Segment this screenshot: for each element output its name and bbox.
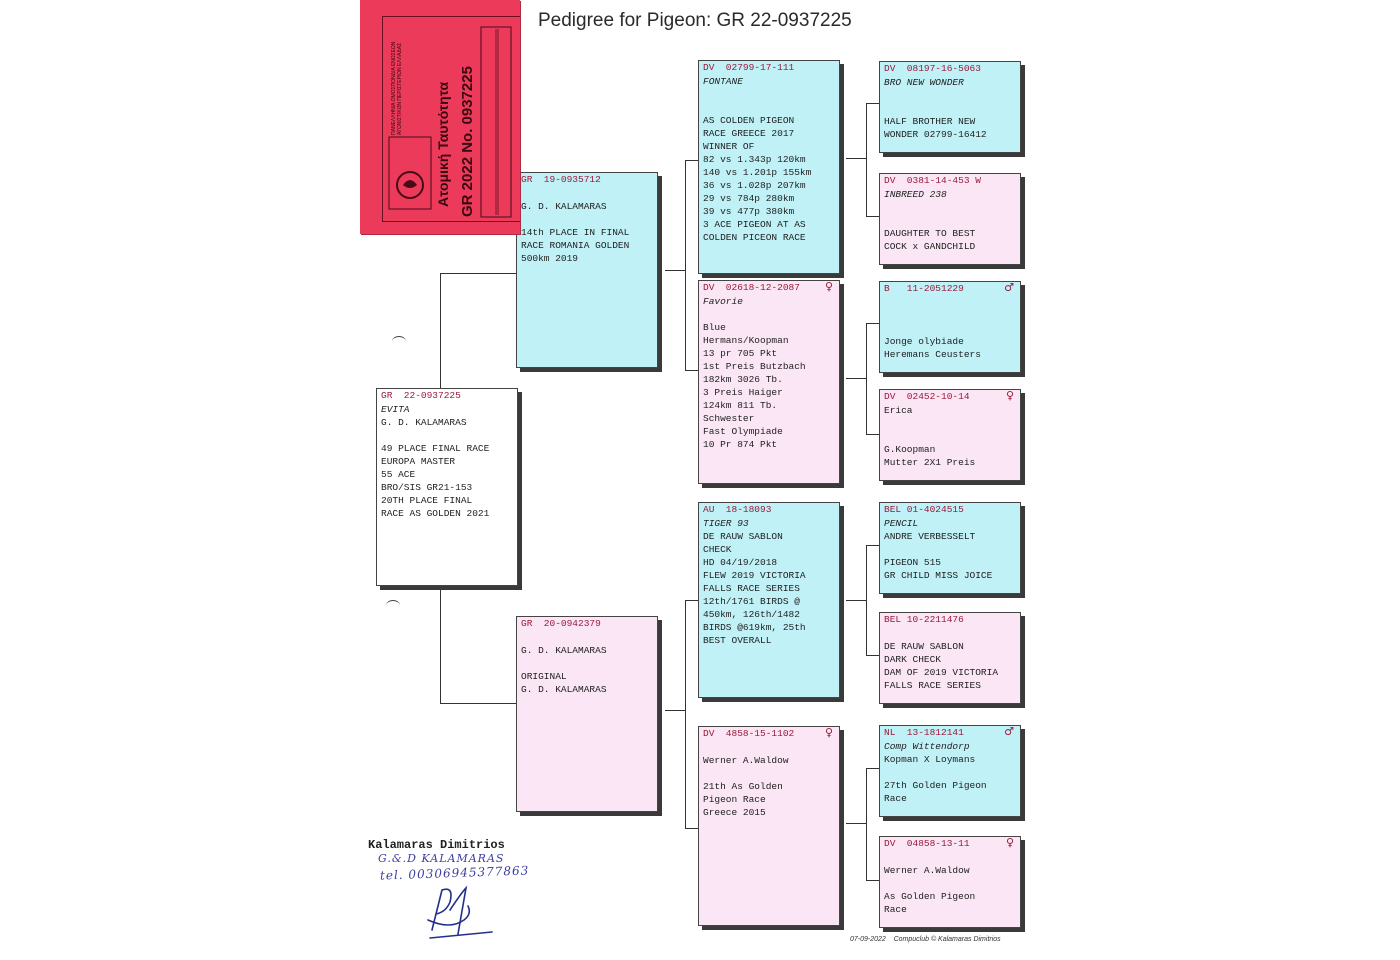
ring-number: DV 02618-12-2087♀ xyxy=(703,280,833,293)
pigeon-card-ddd: DV 04858-13-11♀ Werner A.Waldow As Golde… xyxy=(879,836,1021,928)
pigeon-card-ssd: DV 0381-14-453 W INBREED 238 DAUGHTER TO… xyxy=(879,173,1021,265)
ring-number: DV 02799-17-111 xyxy=(703,62,795,73)
ring-number: GR 22-0937225 xyxy=(381,390,461,401)
female-icon: ♀ xyxy=(1005,836,1014,849)
id-card-org: ΠΑΝΕΛΛΗΝΙΑ ΟΜΟΣΠΟΝΔΙΑ ΕΝΩΣΕΩΝ ΑΓΩΝΙΣΤΙΚΩ… xyxy=(391,41,403,135)
ring-number: DV 0381-14-453 W xyxy=(884,175,981,186)
female-icon: ♀ xyxy=(824,280,833,293)
pigeon-card-sire-sire: DV 02799-17-111 FONTANE AS COLDEN PIGEON… xyxy=(698,60,840,274)
pigeon-card-dss: BEL 01-4024515 PENCIL ANDRE VERBESSELT P… xyxy=(879,502,1021,594)
pigeon-card-sire: GR 19-0935712 G. D. KALAMARAS 14th PLACE… xyxy=(516,172,658,368)
ring-number: GR 20-0942379 xyxy=(521,618,601,629)
male-icon: ♂ xyxy=(1004,281,1014,294)
pigeon-card-subject: GR 22-0937225 EVITA G. D. KALAMARAS 49 P… xyxy=(376,388,518,586)
ring-number: AU 18-18093 xyxy=(703,504,772,515)
ring-number: DV 08197-16-5063 xyxy=(884,63,981,74)
ring-id-card: Ατομική Ταυτότητα GR 2022 No. 0937225 ΠΑ… xyxy=(360,0,520,234)
pigeon-card-dds: NL 13-1812141♂ Comp Wittendorp Kopman X … xyxy=(879,725,1021,817)
ring-number: DV 04858-13-11♀ xyxy=(884,836,1014,849)
pigeon-card-sss: DV 08197-16-5063 BRO NEW WONDER HALF BRO… xyxy=(879,61,1021,153)
punch-mark xyxy=(386,600,400,611)
pigeon-card-dam-dam: DV 4858-15-1102♀ Werner A.Waldow 21th As… xyxy=(698,726,840,926)
pigeon-name: EVITA xyxy=(381,404,410,415)
pigeon-card-sdd: DV 02452-10-14♀ Erica G.Koopman Mutter 2… xyxy=(879,389,1021,481)
emblem-icon xyxy=(388,26,512,218)
ring-number: NL 13-1812141♂ xyxy=(884,725,1014,738)
ring-number: B 11-2051229♂ xyxy=(884,281,1014,294)
female-icon: ♀ xyxy=(1005,389,1014,402)
handwritten-owner: G.&.D KALAMARAS xyxy=(378,852,505,865)
pigeon-card-dam: GR 20-0942379 G. D. KALAMARAS ORIGINAL G… xyxy=(516,616,658,812)
ring-number: BEL 10-2211476 xyxy=(884,614,964,625)
pigeon-card-sire-dam: DV 02618-12-2087♀ Favorie Blue Hermans/K… xyxy=(698,280,840,484)
owner-name: Kalamaras Dimitrios xyxy=(368,838,505,852)
page-title: Pedigree for Pigeon: GR 22-0937225 xyxy=(538,10,852,31)
id-card-title: Ατομική Ταυτότητα xyxy=(435,81,451,207)
ring-number: BEL 01-4024515 xyxy=(884,504,964,515)
ring-number: DV 02452-10-14♀ xyxy=(884,389,1014,402)
footer-credit: 07-09-2022 Compuclub © Kalamaras Dimitri… xyxy=(850,936,1001,943)
male-icon: ♂ xyxy=(1004,725,1014,738)
punch-mark xyxy=(392,336,406,347)
pigeon-card-dsd: BEL 10-2211476 DE RAUW SABLON DARK CHECK… xyxy=(879,612,1021,704)
id-card-number: GR 2022 No. 0937225 xyxy=(459,66,476,217)
signature-icon xyxy=(427,885,493,939)
pigeon-card-sds: B 11-2051229♂ Jonge olybiade Heremans Ce… xyxy=(879,281,1021,373)
pigeon-card-dam-sire: AU 18-18093 TIGER 93 DE RAUW SABLON CHEC… xyxy=(698,502,840,698)
female-icon: ♀ xyxy=(824,726,833,739)
ring-number: DV 4858-15-1102♀ xyxy=(703,726,833,739)
ring-number: GR 19-0935712 xyxy=(521,174,601,185)
